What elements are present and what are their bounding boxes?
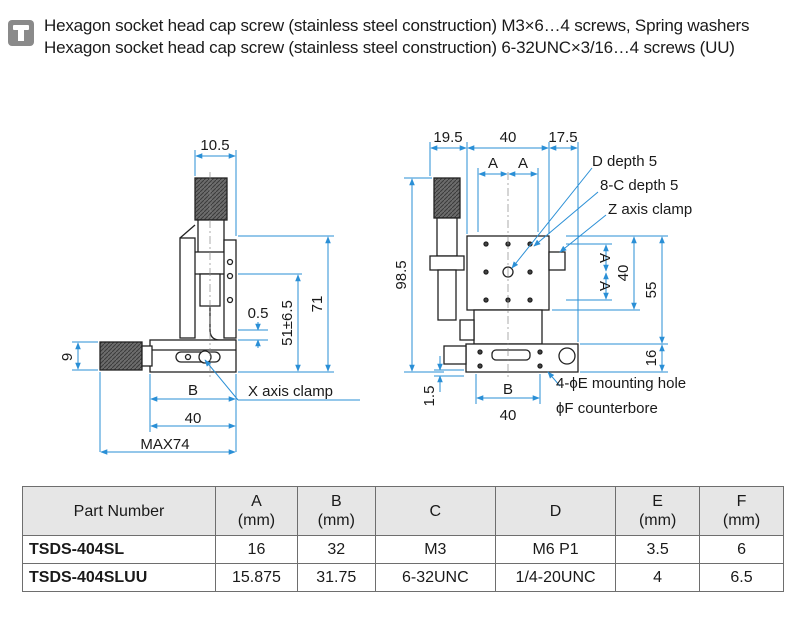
right-labels: 19.5 40 17.5 A A A A 40 55 16 98.5 1.5 B…: [393, 129, 692, 424]
spec-table-header: Part Number A (mm) B (mm) C D E (mm) F (…: [21, 486, 784, 536]
dim-right-a2: A: [518, 155, 528, 172]
cell-e: 4: [615, 563, 701, 592]
dim-right-1-5: 1.5: [421, 386, 438, 407]
dim-right-b: B: [503, 381, 513, 398]
spec-table: Part Number A (mm) B (mm) C D E (mm) F (…: [21, 486, 784, 592]
col-c: C: [374, 486, 496, 536]
right-view: [429, 172, 579, 378]
cell-e: 3.5: [615, 535, 701, 564]
header-note: Hexagon socket head cap screw (stainless…: [8, 14, 798, 68]
screw-icon: [8, 20, 34, 46]
dim-right-40v: 40: [615, 265, 632, 282]
left-x-micrometer-knob: [99, 341, 143, 371]
cell-b: 31.75: [296, 563, 376, 592]
cell-part-number: TSDS-404SLUU: [21, 563, 217, 592]
c-depth-label: 8-C depth 5: [600, 177, 678, 194]
left-dimensions: [72, 150, 360, 455]
dim-right-16: 16: [643, 350, 660, 367]
dim-right-55: 55: [643, 282, 660, 299]
cell-a: 15.875: [215, 563, 298, 592]
left-micrometer-knob: [194, 177, 228, 221]
counterbore-label: ϕF counterbore: [556, 400, 658, 417]
x-axis-clamp-label: X axis clamp: [248, 383, 333, 400]
dim-right-98-5: 98.5: [393, 260, 410, 289]
dim-right-40: 40: [500, 129, 517, 146]
dim-right-a4: A: [596, 281, 613, 291]
col-f: F (mm): [699, 486, 784, 536]
dim-left-9: 9: [59, 353, 76, 361]
col-part-number: Part Number: [21, 486, 217, 536]
dim-left-max74: MAX74: [140, 436, 189, 453]
col-a: A (mm): [215, 486, 298, 536]
cell-f: 6: [699, 535, 784, 564]
d-depth-label: D depth 5: [592, 153, 657, 170]
dim-right-a3: A: [596, 253, 613, 263]
left-view: [99, 172, 237, 378]
cell-part-number: TSDS-404SL: [21, 535, 217, 564]
dim-right-a1: A: [488, 155, 498, 172]
col-d: D: [494, 486, 617, 536]
dim-left-10-5: 10.5: [200, 137, 229, 154]
col-e: E (mm): [615, 486, 701, 536]
cell-c: M3: [374, 535, 496, 564]
cell-b: 32: [296, 535, 376, 564]
header-line-1: Hexagon socket head cap screw (stainless…: [44, 16, 750, 35]
header-line-2: Hexagon socket head cap screw (stainless…: [44, 38, 735, 57]
dim-left-71: 71: [309, 296, 326, 313]
dim-left-51: 51±6.5: [279, 300, 296, 346]
cell-a: 16: [215, 535, 298, 564]
dim-right-19-5: 19.5: [433, 129, 462, 146]
table-row: TSDS-404SL 16 32 M3 M6 P1 3.5 6: [21, 535, 784, 564]
technical-drawing: 10.5 0.5 51±6.5 71 9 B 40 MAX74 X axis c…: [59, 129, 692, 455]
mounting-hole-label: 4-ϕE mounting hole: [556, 375, 686, 392]
cell-f: 6.5: [699, 563, 784, 592]
left-labels: 10.5 0.5 51±6.5 71 9 B 40 MAX74 X axis c…: [59, 137, 333, 453]
col-b: B (mm): [296, 486, 376, 536]
dim-left-b: B: [188, 382, 198, 399]
z-axis-clamp-label: Z axis clamp: [608, 201, 692, 218]
dim-left-0-5: 0.5: [248, 305, 269, 322]
right-dimensions: [404, 142, 668, 404]
table-row: TSDS-404SLUU 15.875 31.75 6-32UNC 1/4-20…: [21, 563, 784, 592]
right-micrometer-knob: [433, 177, 461, 219]
dim-left-40: 40: [185, 410, 202, 427]
cell-c: 6-32UNC: [374, 563, 496, 592]
cell-d: 1/4-20UNC: [494, 563, 617, 592]
cell-d: M6 P1: [494, 535, 617, 564]
dim-right-17-5: 17.5: [548, 129, 577, 146]
dim-right-40b: 40: [500, 407, 517, 424]
